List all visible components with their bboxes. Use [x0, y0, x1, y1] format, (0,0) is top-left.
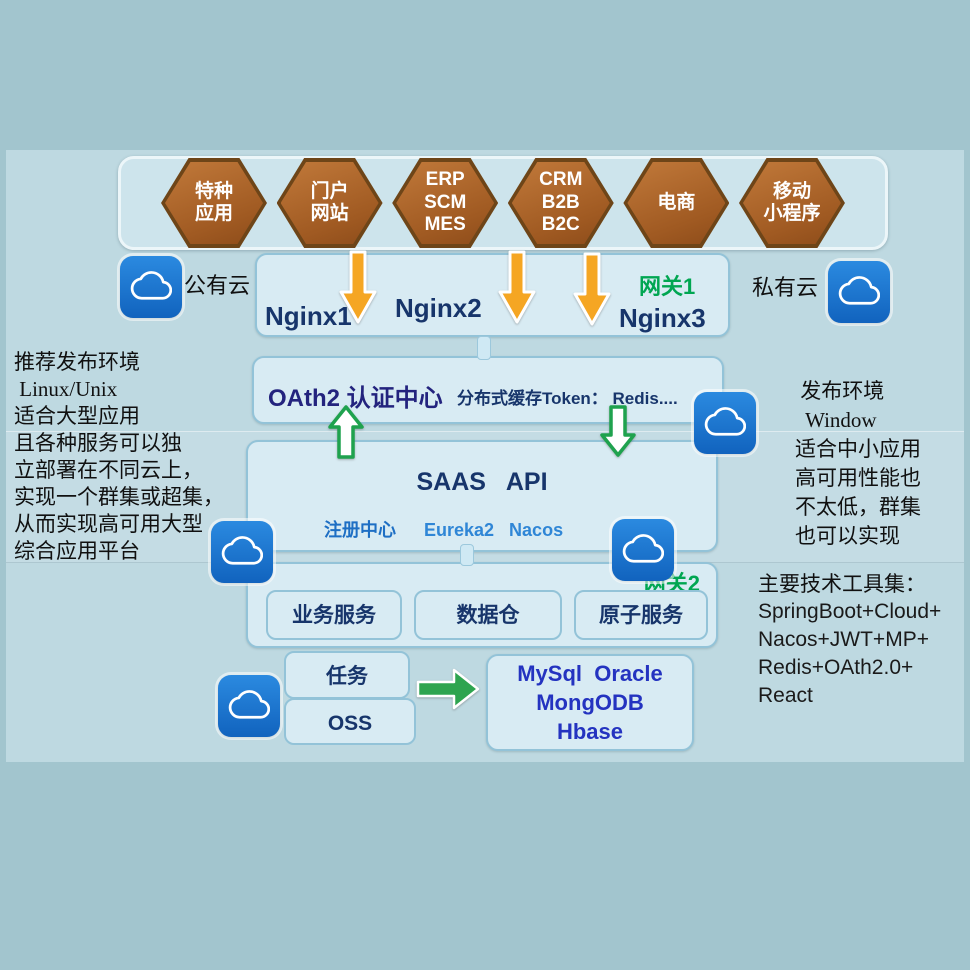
- hexagon-label: SCM: [424, 191, 467, 213]
- database-line: MySql Oracle: [517, 660, 663, 686]
- hexagon-face: 移动 小程序: [742, 162, 841, 244]
- nginx3-label: Nginx3: [619, 303, 706, 333]
- hexagon-label: B2B: [541, 191, 580, 213]
- private-cloud-label: 私有云: [752, 275, 819, 300]
- connector: [477, 336, 491, 360]
- hexagon-label: ERP: [425, 169, 465, 191]
- saas-api-title: SAAS API: [416, 468, 548, 496]
- cloud-icon: [838, 276, 880, 305]
- hexagon-ecommerce: 电商: [623, 158, 730, 248]
- note-line: 综合应用平台: [14, 539, 140, 563]
- cache-token-label: 分布式缓存Token： Redis....: [457, 389, 678, 408]
- hexagon-crm-b2b-b2c: CRM B2B B2C: [507, 158, 614, 248]
- hexagon-label: 小程序: [763, 203, 821, 224]
- atomic-service-label: 原子服务: [599, 604, 683, 627]
- note-line: 发布环境: [795, 379, 885, 403]
- database-box: MySql Oracle MongODB Hbase: [486, 654, 694, 751]
- tech-note-line: React: [758, 684, 813, 707]
- note-line: Linux/Unix: [14, 377, 118, 401]
- task-box: 任务: [284, 651, 410, 699]
- oss-label: OSS: [327, 712, 373, 735]
- gateway-nginx-box: Nginx1 Nginx2 网关1 Nginx3: [255, 253, 730, 337]
- business-service-label: 业务服务: [292, 604, 376, 627]
- mid-left-cloud-icon: [211, 521, 273, 583]
- bottom-left-cloud-icon: [218, 675, 280, 737]
- tech-note: 主要技术工具集： SpringBoot+Cloud+ Nacos+JWT+MP+…: [758, 570, 941, 710]
- note-line: Window: [795, 408, 877, 432]
- task-label: 任务: [326, 665, 368, 688]
- cloud-icon: [221, 536, 263, 565]
- green-up-arrow-icon: [328, 405, 364, 459]
- hexagon-label: B2C: [541, 214, 580, 236]
- public-cloud-label: 公有云: [184, 273, 251, 298]
- hexagon-face: 门户 网站: [280, 162, 379, 244]
- tech-note-line: SpringBoot+Cloud+: [758, 600, 942, 623]
- registry-values: Eureka2 Nacos: [424, 520, 564, 540]
- hexagon-label: MES: [424, 214, 466, 236]
- hexagon-label: 特种: [194, 180, 233, 202]
- note-line: 从而实现高可用大型: [14, 512, 203, 536]
- oauth-title: OAth2 认证中心: [268, 385, 443, 412]
- cloud-icon: [622, 534, 664, 563]
- right-note: 发布环境 Window 适合中小应用 高可用性能也 不太低，群集 也可以实现: [795, 377, 921, 551]
- oss-box: OSS: [284, 698, 416, 745]
- note-line: 也可以实现: [795, 524, 900, 548]
- database-line: Hbase: [556, 719, 624, 745]
- hexagon-face: 特种 应用: [165, 162, 263, 244]
- note-line: 高可用性能也: [795, 466, 921, 490]
- nginx1-label: Nginx1: [265, 301, 352, 331]
- hexagon-label: 网站: [310, 203, 349, 224]
- data-warehouse-box: 数据仓: [414, 590, 562, 640]
- hexagon-label: 应用: [194, 203, 233, 224]
- hexagon-portal-site: 门户 网站: [276, 158, 383, 248]
- hexagon-face: 电商: [627, 162, 726, 244]
- saas-api-box: SAAS API 注册中心 Eureka2 Nacos: [246, 440, 718, 552]
- registry-label: 注册中心: [324, 520, 396, 540]
- data-warehouse-label: 数据仓: [456, 604, 520, 627]
- mid-right-cloud-icon: [612, 519, 674, 581]
- business-service-box: 业务服务: [266, 590, 402, 640]
- hexagon-label: 移动: [772, 180, 811, 202]
- hexagon-erp-scm-mes: ERP SCM MES: [392, 158, 499, 248]
- yellow-down-arrow-icon: [573, 252, 611, 326]
- yellow-down-arrow-icon: [498, 250, 536, 324]
- connector: [460, 544, 474, 566]
- hexagon-label: CRM: [539, 169, 583, 191]
- note-line: 推荐发布环境: [14, 350, 140, 374]
- green-down-arrow-icon: [600, 405, 636, 457]
- hexagon-label: 门户: [310, 180, 349, 202]
- registry-row: 注册中心 Eureka2 Nacos: [324, 516, 563, 542]
- application-layer-band: 特种 应用 门户 网站 ERP SCM MES CRM B2B B2C 电商 移…: [118, 156, 888, 250]
- hexagon-face: CRM B2B B2C: [511, 162, 610, 244]
- gateway1-label: 网关1: [639, 274, 696, 299]
- cloud-icon: [130, 271, 172, 300]
- note-line: 不太低，群集: [795, 495, 921, 519]
- nginx2-label: Nginx2: [395, 293, 482, 323]
- note-line: 立部署在不同云上，: [14, 458, 203, 482]
- hexagon-label: 电商: [657, 191, 696, 213]
- note-line: 实现一个群集或超集，: [14, 485, 224, 509]
- cloud-icon: [704, 407, 746, 436]
- atomic-service-box: 原子服务: [574, 590, 708, 640]
- note-line: 适合大型应用: [14, 404, 140, 428]
- public-cloud-icon: [120, 256, 182, 318]
- hexagon-special-app: 特种 应用: [161, 158, 267, 248]
- tech-note-line: Nacos+JWT+MP+: [758, 628, 929, 651]
- left-note: 推荐发布环境 Linux/Unix 适合大型应用 且各种服务可以独 立部署在不同…: [14, 349, 224, 565]
- hexagon-face: ERP SCM MES: [396, 162, 495, 244]
- yellow-down-arrow-icon: [339, 250, 377, 324]
- services-box: 网关2 业务服务 数据仓 原子服务: [246, 562, 718, 648]
- private-cloud-icon: [828, 261, 890, 323]
- cloud-icon: [228, 690, 270, 719]
- database-line: MongODB: [536, 689, 644, 715]
- tech-note-title: 主要技术工具集：: [758, 572, 926, 596]
- hexagon-mobile-miniprogram: 移动 小程序: [738, 158, 845, 248]
- green-right-arrow-icon: [416, 666, 480, 712]
- oauth-box: OAth2 认证中心 分布式缓存Token： Redis....: [252, 356, 724, 424]
- note-line: 适合中小应用: [795, 437, 921, 461]
- oauth-cloud-icon: [694, 392, 756, 454]
- note-line: 且各种服务可以独: [14, 431, 182, 455]
- tech-note-line: Redis+OAth2.0+: [758, 656, 914, 679]
